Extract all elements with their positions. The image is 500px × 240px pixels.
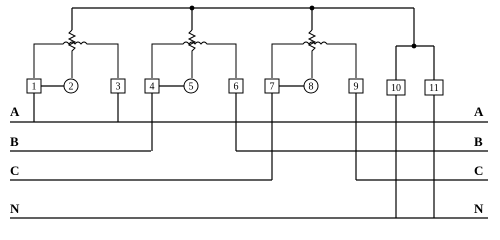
terminal-3-label: 3 (116, 82, 121, 93)
terminal-7: 7 (264, 78, 280, 94)
terminal-9-label: 9 (354, 82, 359, 93)
terminal-3: 3 (110, 78, 126, 94)
terminal-11: 11 (424, 79, 444, 96)
terminal-10-label: 10 (391, 83, 401, 94)
terminal-11-label: 11 (429, 83, 439, 94)
phase-label-left-n: N (10, 201, 20, 216)
phase-label-left-c: C (10, 163, 19, 178)
phase-label-right-c: C (474, 163, 483, 178)
terminal-4-label: 4 (150, 82, 155, 93)
terminal-drops (33, 93, 435, 218)
terminal-8: 8 (303, 78, 319, 94)
terminal-6: 6 (228, 78, 244, 94)
phase-label-right-b: B (474, 134, 483, 149)
terminal-1-label: 1 (32, 82, 37, 93)
phase-label-left-b: B (10, 134, 19, 149)
terminal-5-label: 5 (189, 82, 194, 93)
phase-lines (10, 121, 488, 219)
terminal-2: 2 (63, 78, 79, 94)
top-bus (71, 5, 415, 46)
terminal-1: 1 (26, 78, 42, 94)
phase-label-right-n: N (474, 201, 484, 216)
terminal-8-label: 8 (309, 82, 314, 93)
phase-label-right-a: A (474, 104, 484, 119)
terminal-10: 10 (386, 79, 406, 96)
meter-element-1 (33, 29, 119, 87)
neutral-branch (395, 43, 435, 80)
terminal-6-label: 6 (234, 82, 239, 93)
terminal-4: 4 (144, 78, 160, 94)
meter-element-2 (151, 29, 237, 87)
terminal-7-label: 7 (270, 82, 275, 93)
terminal-5: 5 (183, 78, 199, 94)
terminal-2-label: 2 (69, 82, 74, 93)
meter-element-3 (271, 29, 357, 87)
terminal-9: 9 (348, 78, 364, 94)
phase-label-left-a: A (10, 104, 20, 119)
